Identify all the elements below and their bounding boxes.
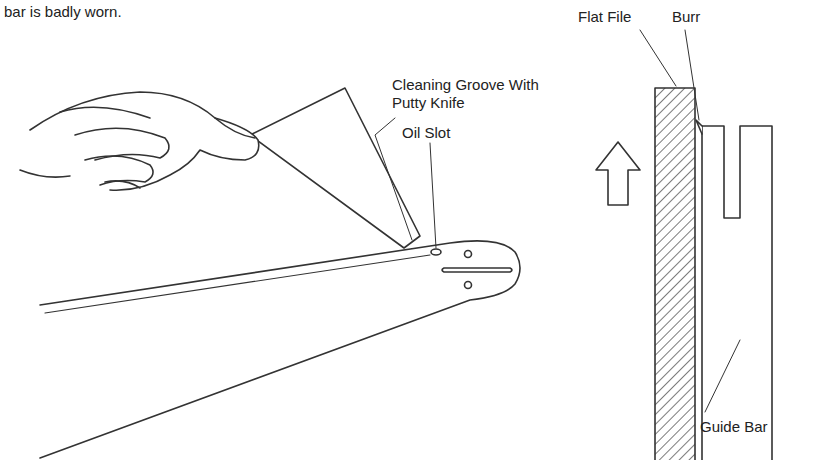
flat-file [655, 88, 695, 460]
leader-line [640, 30, 676, 86]
leader-line [430, 143, 436, 248]
part-label: Flat File [578, 8, 631, 26]
finger [75, 128, 169, 160]
leader-line [705, 340, 740, 412]
part-label: Guide Bar [700, 418, 768, 436]
burr [696, 120, 702, 134]
putty-knife [250, 88, 420, 248]
bar-slot [442, 268, 512, 272]
finger [105, 181, 140, 188]
callout-label: Cleaning Groove With Putty Knife [392, 76, 562, 112]
oil-slot [431, 249, 441, 255]
guide-bar [40, 241, 520, 458]
finger [60, 107, 150, 118]
hand [30, 92, 259, 190]
bar-groove [45, 255, 430, 313]
bar-hole [465, 251, 472, 258]
bar-hole [465, 282, 472, 289]
part-label: Oil Slot [402, 124, 450, 142]
leader-line [685, 30, 699, 120]
direction-arrow [596, 142, 640, 205]
guide-bar-section [702, 126, 772, 460]
note-text: bar is badly worn. [4, 3, 122, 21]
part-label: Burr [672, 8, 700, 26]
thumb [215, 118, 255, 138]
wrist [20, 170, 70, 177]
